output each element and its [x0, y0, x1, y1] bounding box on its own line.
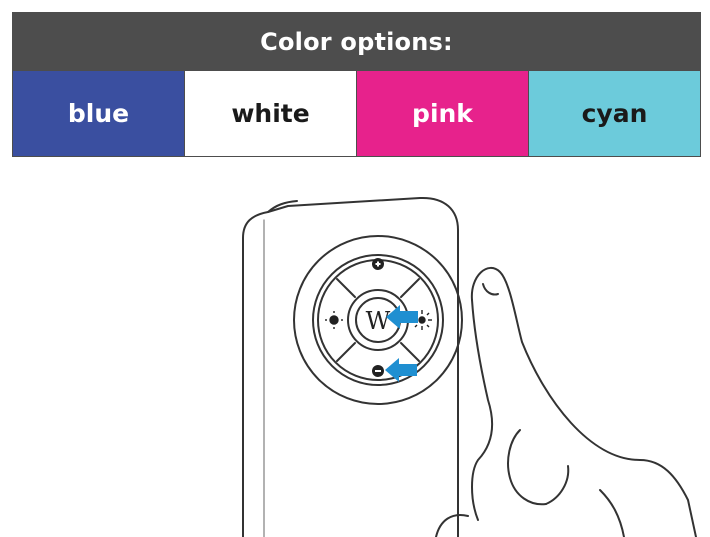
swatch-cyan: cyan [528, 71, 700, 156]
swatch-row: blue white pink cyan [13, 71, 700, 156]
center-logo: W [366, 307, 391, 335]
plus-icon [372, 258, 384, 270]
color-options-table: Color options: blue white pink cyan [12, 12, 701, 157]
swatch-white: white [184, 71, 356, 156]
swatch-pink: pink [356, 71, 528, 156]
arrow-up [386, 305, 418, 329]
remote-body [242, 196, 459, 537]
brightness-down-icon [325, 311, 343, 329]
arrow-down [385, 358, 417, 382]
minus-icon [372, 365, 384, 377]
swatch-blue: blue [13, 71, 184, 156]
hand [435, 266, 697, 537]
remote-illustration: W [242, 196, 697, 537]
table-title: Color options: [13, 13, 700, 71]
